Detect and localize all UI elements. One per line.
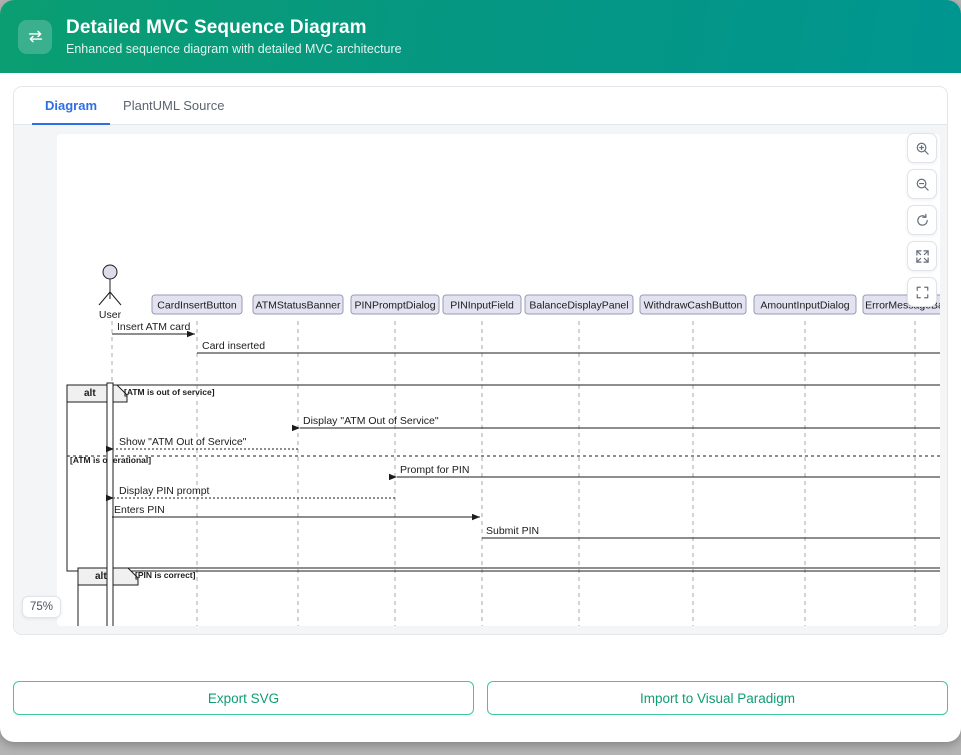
import-visual-paradigm-button[interactable]: Import to Visual Paradigm xyxy=(487,681,948,715)
tab-diagram[interactable]: Diagram xyxy=(32,88,111,125)
message-label-7: Submit PIN xyxy=(486,525,539,537)
participant-boxes: CardInsertButton ATMStatusBanner PINProm… xyxy=(151,294,940,315)
fragment-condition-1a: [ATM is out of service] xyxy=(124,387,215,397)
message-label-0: Insert ATM card xyxy=(117,321,190,333)
participant-BalanceDisplayPanel: BalanceDisplayPanel xyxy=(529,300,628,312)
zoom-out-icon[interactable] xyxy=(907,169,937,199)
actor-user xyxy=(98,264,122,306)
participant-PINInputField: PINInputField xyxy=(450,300,514,312)
footer-actions: Export SVG Import to Visual Paradigm xyxy=(13,681,948,715)
message-label-1: Card inserted xyxy=(202,340,265,352)
diagram-canvas[interactable]: User CardInsertButton ATMStatusBanner PI… xyxy=(57,134,940,626)
tab-plantuml-source[interactable]: PlantUML Source xyxy=(123,98,225,113)
fragment-keyword-alt-2: alt xyxy=(95,571,107,582)
fit-screen-icon[interactable] xyxy=(907,241,937,271)
reset-icon[interactable] xyxy=(907,205,937,235)
diagram-pane: User CardInsertButton ATMStatusBanner PI… xyxy=(14,125,947,634)
participant-CardInsertButton: CardInsertButton xyxy=(157,300,237,312)
message-label-2: Display "ATM Out of Service" xyxy=(303,415,439,427)
participant-ATMStatusBanner: ATMStatusBanner xyxy=(255,300,341,312)
participant-AmountInputDialog: AmountInputDialog xyxy=(760,300,849,312)
app-header: Detailed MVC Sequence Diagram Enhanced s… xyxy=(0,0,961,73)
export-svg-button[interactable]: Export SVG xyxy=(13,681,474,715)
sequence-diagram-svg: User CardInsertButton ATMStatusBanner PI… xyxy=(66,264,940,626)
tab-bar: Diagram PlantUML Source xyxy=(14,87,947,125)
diagram-card: Diagram PlantUML Source xyxy=(13,86,948,635)
fragment-alt-1: alt [ATM is out of service] [ATM is oper… xyxy=(66,384,940,572)
zoom-in-icon[interactable] xyxy=(907,133,937,163)
messages xyxy=(106,330,940,539)
activation-bar-user xyxy=(106,382,114,626)
zoom-controls xyxy=(907,133,937,307)
message-labels: Insert ATM card Card inserted Display "A… xyxy=(114,321,539,537)
message-label-3: Show "ATM Out of Service" xyxy=(119,436,247,448)
exchange-arrows-icon xyxy=(18,19,52,54)
lifelines xyxy=(111,321,916,626)
header-text-block: Detailed MVC Sequence Diagram Enhanced s… xyxy=(66,17,402,56)
participant-PINPromptDialog: PINPromptDialog xyxy=(354,300,435,312)
fullscreen-icon[interactable] xyxy=(907,277,937,307)
fragment-keyword-alt-1: alt xyxy=(84,388,96,399)
fragment-alt-2: alt [PIN is correct] xyxy=(77,567,940,626)
zoom-level-badge: 75% xyxy=(22,596,62,618)
page-title: Detailed MVC Sequence Diagram xyxy=(66,17,367,38)
participant-WithdrawCashButton: WithdrawCashButton xyxy=(644,300,743,312)
actor-label-user: User xyxy=(99,309,122,321)
message-label-6: Enters PIN xyxy=(114,504,165,516)
page-subtitle: Enhanced sequence diagram with detailed … xyxy=(66,42,402,56)
fragment-condition-2a: [PIN is correct] xyxy=(135,570,196,580)
message-label-4: Prompt for PIN xyxy=(400,464,469,476)
message-label-5: Display PIN prompt xyxy=(119,485,210,497)
